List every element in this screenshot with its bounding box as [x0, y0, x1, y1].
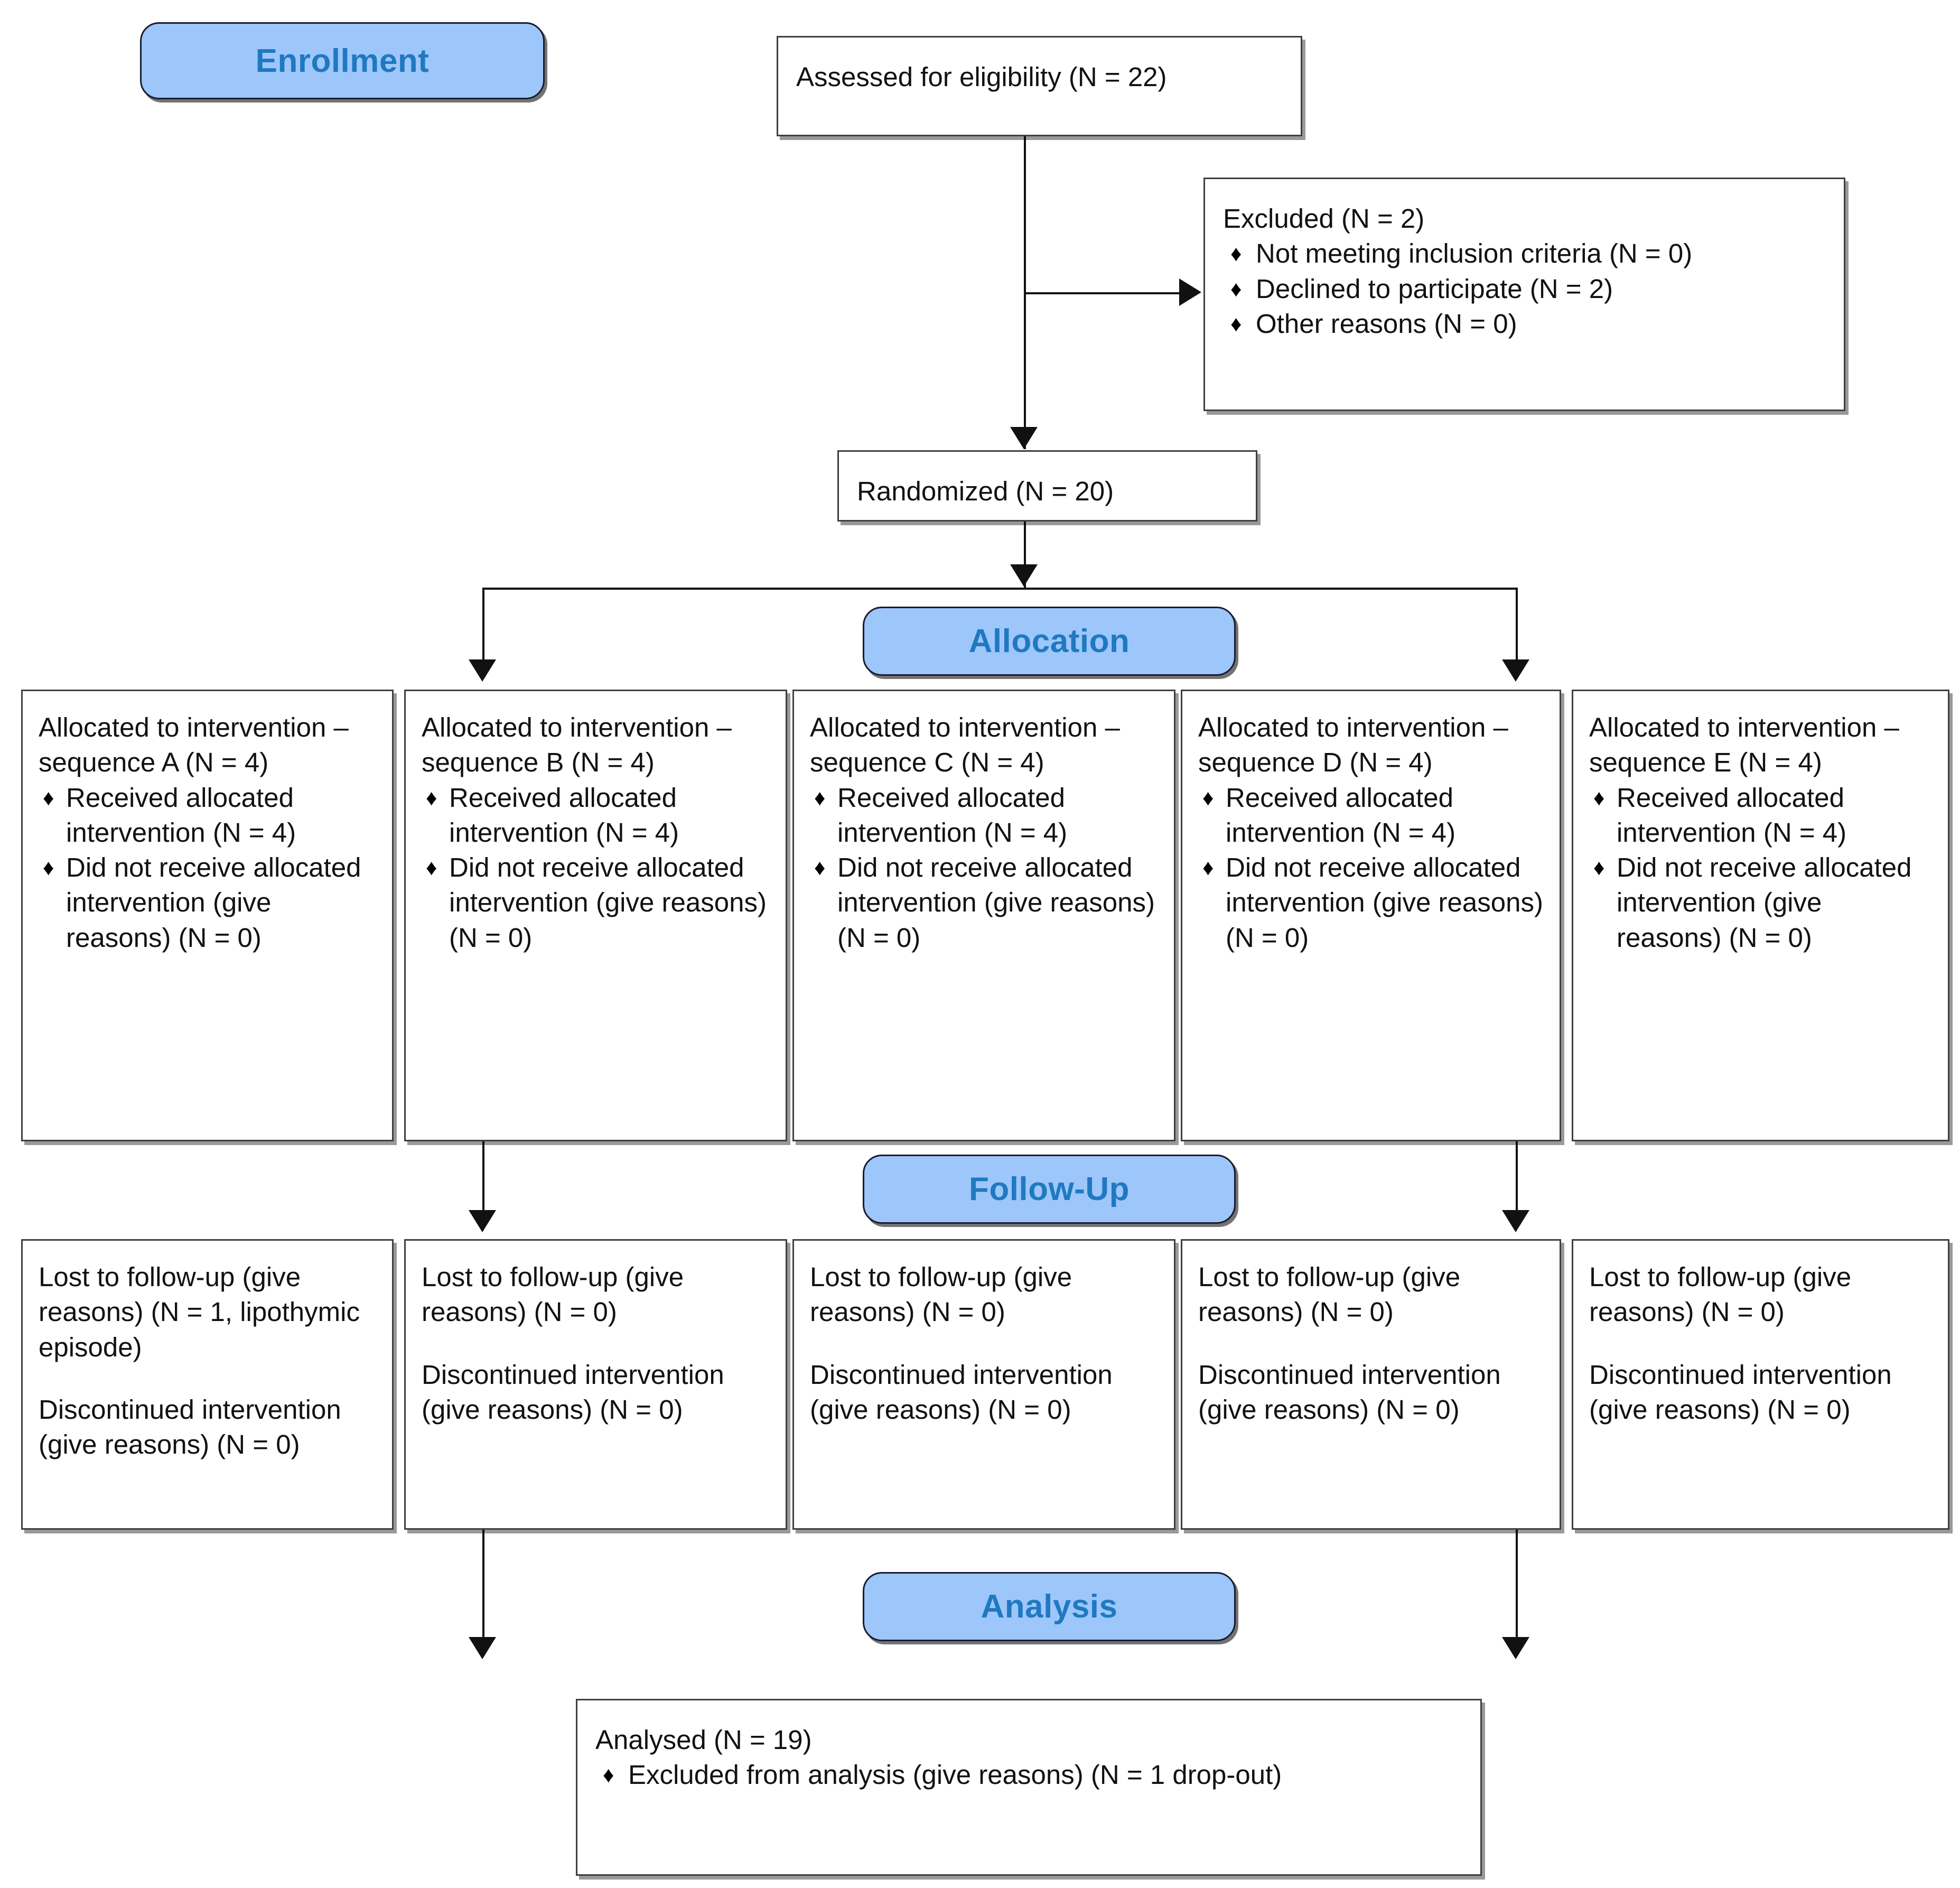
lost-to-followup-text: Lost to follow-up (give reasons) (N = 0): [1198, 1262, 1468, 1327]
connector-randomized-center-arrowhead: [1010, 564, 1038, 587]
list-item: Did not receive allocated intervention (…: [1198, 850, 1544, 955]
excluded-box: Excluded (N = 2) Not meeting inclusion c…: [1203, 178, 1845, 411]
randomized-box: Randomized (N = 20): [837, 450, 1257, 522]
connector-allocation-left-drop: [482, 588, 484, 666]
connector-followup-b-arrowhead: [469, 1637, 496, 1659]
list-item: Received allocated intervention (N = 4): [39, 780, 376, 851]
connector-alloc-d-to-followup: [1516, 1141, 1518, 1221]
allocation-box-sequence-b: Allocated to intervention – sequence B (…: [404, 690, 787, 1141]
analysed-box: Analysed (N = 19) Excluded from analysis…: [576, 1699, 1482, 1876]
stage-label-allocation: Allocation: [968, 623, 1130, 659]
stage-label-enrollment: Enrollment: [255, 42, 430, 79]
list-item: Excluded from analysis (give reasons) (N…: [595, 1757, 1462, 1792]
randomized-text: Randomized (N = 20): [857, 476, 1114, 506]
followup-box-sequence-c: Lost to follow-up (give reasons) (N = 0)…: [792, 1239, 1175, 1530]
lost-to-followup-text: Lost to follow-up (give reasons) (N = 0): [810, 1262, 1080, 1327]
connector-allocation-right-drop: [1516, 588, 1518, 666]
allocation-box-sequence-a: Allocated to intervention – sequence A (…: [21, 690, 394, 1141]
stage-badge-enrollment: Enrollment: [140, 22, 545, 99]
connector-allocation-right-arrowhead: [1502, 659, 1529, 682]
paragraph-spacer: [1589, 1330, 1932, 1357]
allocation-title: Allocated to intervention – sequence E (…: [1589, 712, 1907, 778]
allocation-title: Allocated to intervention – sequence B (…: [422, 712, 740, 778]
connector-followup-d-to-analysis: [1516, 1530, 1518, 1649]
allocation-title: Allocated to intervention – sequence D (…: [1198, 712, 1516, 778]
connector-followup-b-to-analysis: [482, 1530, 484, 1649]
connector-randomized-stem: [1024, 522, 1026, 588]
followup-box-sequence-d: Lost to follow-up (give reasons) (N = 0)…: [1181, 1239, 1561, 1530]
connector-followup-d-arrowhead: [1502, 1637, 1529, 1659]
paragraph-spacer: [39, 1365, 376, 1392]
stage-badge-analysis: Analysis: [863, 1572, 1236, 1641]
paragraph-spacer: [810, 1330, 1158, 1357]
connector-alloc-b-to-followup: [482, 1141, 484, 1221]
allocation-item-list: Received allocated intervention (N = 4) …: [1589, 780, 1932, 955]
connector-to-excluded-arrowhead: [1179, 278, 1201, 306]
allocation-box-sequence-e: Allocated to intervention – sequence E (…: [1572, 690, 1949, 1141]
connector-alloc-d-arrowhead: [1502, 1210, 1529, 1232]
allocation-title: Allocated to intervention – sequence A (…: [39, 712, 357, 778]
analysed-item-list: Excluded from analysis (give reasons) (N…: [595, 1757, 1462, 1792]
list-item: Did not receive allocated intervention (…: [422, 850, 770, 955]
stage-label-analysis: Analysis: [981, 1588, 1118, 1625]
discontinued-text: Discontinued intervention (give reasons)…: [39, 1394, 349, 1460]
allocation-item-list: Received allocated intervention (N = 4) …: [39, 780, 376, 955]
discontinued-text: Discontinued intervention (give reasons)…: [1198, 1359, 1508, 1425]
list-item: Received allocated intervention (N = 4): [810, 780, 1158, 851]
list-item: Received allocated intervention (N = 4): [1589, 780, 1932, 851]
list-item: Declined to participate (N = 2): [1223, 272, 1826, 306]
connector-to-randomized-arrowhead: [1010, 427, 1038, 449]
connector-alloc-b-arrowhead: [469, 1210, 496, 1232]
connector-allocation-left-arrowhead: [469, 659, 496, 682]
excluded-reason-list: Not meeting inclusion criteria (N = 0) D…: [1223, 236, 1826, 341]
followup-box-sequence-b: Lost to follow-up (give reasons) (N = 0)…: [404, 1239, 787, 1530]
assessed-for-eligibility-text: Assessed for eligibility (N = 22): [796, 62, 1167, 92]
allocation-box-sequence-c: Allocated to intervention – sequence C (…: [792, 690, 1175, 1141]
analysed-title: Analysed (N = 19): [595, 1725, 812, 1755]
stage-label-followup: Follow-Up: [968, 1171, 1130, 1207]
discontinued-text: Discontinued intervention (give reasons)…: [422, 1359, 732, 1425]
paragraph-spacer: [422, 1330, 770, 1357]
list-item: Did not receive allocated intervention (…: [1589, 850, 1932, 955]
discontinued-text: Discontinued intervention (give reasons)…: [1589, 1359, 1899, 1425]
list-item: Did not receive allocated intervention (…: [810, 850, 1158, 955]
list-item: Received allocated intervention (N = 4): [422, 780, 770, 851]
assessed-for-eligibility-box: Assessed for eligibility (N = 22): [777, 36, 1302, 136]
discontinued-text: Discontinued intervention (give reasons)…: [810, 1359, 1120, 1425]
stage-badge-allocation: Allocation: [863, 607, 1236, 676]
list-item: Received allocated intervention (N = 4): [1198, 780, 1544, 851]
list-item: Not meeting inclusion criteria (N = 0): [1223, 236, 1826, 271]
allocation-item-list: Received allocated intervention (N = 4) …: [1198, 780, 1544, 955]
allocation-item-list: Received allocated intervention (N = 4) …: [810, 780, 1158, 955]
connector-to-excluded-line: [1024, 292, 1182, 294]
list-item: Other reasons (N = 0): [1223, 306, 1826, 341]
connector-allocation-bracket: [482, 588, 1518, 590]
lost-to-followup-text: Lost to follow-up (give reasons) (N = 1,…: [39, 1262, 368, 1362]
followup-box-sequence-a: Lost to follow-up (give reasons) (N = 1,…: [21, 1239, 394, 1530]
allocation-item-list: Received allocated intervention (N = 4) …: [422, 780, 770, 955]
excluded-title: Excluded (N = 2): [1223, 203, 1425, 234]
paragraph-spacer: [1198, 1330, 1544, 1357]
list-item: Did not receive allocated intervention (…: [39, 850, 376, 955]
stage-badge-followup: Follow-Up: [863, 1155, 1236, 1224]
allocation-title: Allocated to intervention – sequence C (…: [810, 712, 1128, 778]
lost-to-followup-text: Lost to follow-up (give reasons) (N = 0): [422, 1262, 692, 1327]
lost-to-followup-text: Lost to follow-up (give reasons) (N = 0): [1589, 1262, 1859, 1327]
followup-box-sequence-e: Lost to follow-up (give reasons) (N = 0)…: [1572, 1239, 1949, 1530]
allocation-box-sequence-d: Allocated to intervention – sequence D (…: [1181, 690, 1561, 1141]
